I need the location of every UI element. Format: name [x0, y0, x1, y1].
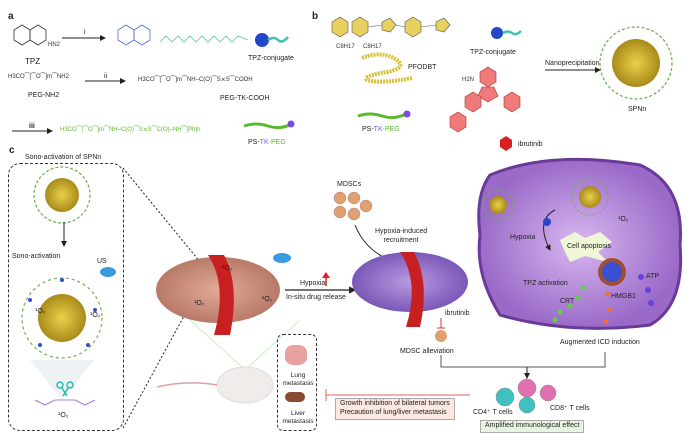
recruitment-line2: recruitment	[383, 236, 419, 244]
tpz-conjugate-label: TPZ-conjugate	[248, 55, 294, 62]
ps-tk-peg-label-b: PS-TK-PEG	[362, 126, 400, 133]
amplified-effect-box: Amplified immunological effect	[480, 420, 585, 433]
purple-tumor-icon	[352, 252, 468, 312]
crt-label: CRT	[560, 298, 575, 305]
peg-nh2-formula: H3CO⁀[⁀O⁀]m⁀NH2	[8, 74, 69, 80]
tpz-conjugate-label-b: TPZ-conjugate	[470, 49, 516, 56]
mdsc-cluster-icon	[333, 191, 373, 221]
peg-nh2-label: PEG-NH2	[28, 92, 60, 99]
ps-tk-peg-label: PS-TK-PEG	[248, 139, 286, 146]
hmgb1-label: HMGB1	[611, 293, 636, 300]
t-cells-icon	[495, 378, 557, 414]
spn-nanoparticle-icon	[599, 26, 673, 100]
cd8-label: CD8⁺ T cells	[550, 405, 590, 412]
peg-tk-cooh-label: PEG-TK-COOH	[220, 95, 270, 102]
recruitment-line1: Hypoxia-induced	[375, 228, 428, 235]
cell-singlet-oxygen: ¹O₂	[618, 216, 629, 223]
ibrutinib-c-label: ibrutinib	[445, 310, 470, 317]
tpz-label: TPZ	[25, 57, 41, 66]
nanoprecipitation-label: Nanoprecipitation	[545, 60, 600, 67]
singlet-oxygen-1: ¹O₂	[35, 308, 46, 315]
tumor-icon	[156, 257, 280, 323]
cell-hypoxia-label: Hypoxia	[510, 234, 536, 241]
spn-label: SPNn	[628, 106, 647, 113]
metastasis-box	[277, 334, 317, 431]
peg-part: -PEG	[268, 139, 286, 146]
peg-part: -PEG	[382, 126, 400, 133]
mdscs-label: MDSCs	[337, 181, 362, 188]
ps-tk-peg-formula: H3CO⁀[⁀O⁀]m⁀NH–C(O)⁀S⨯S⁀C(O)–NH⁀[Ph]n	[60, 127, 201, 133]
us-label: US	[97, 258, 107, 265]
ibrutinib-structure	[449, 66, 521, 133]
growth-line2: Precaution of lung/liver metastasis	[340, 408, 447, 416]
peg-tk-formula: H3CO⁀[⁀O⁀]m⁀NH–C(O)⁀S⨯S⁀COOH	[138, 77, 253, 83]
ultrasound-probe-icon	[100, 267, 116, 277]
tk-part: TK	[259, 139, 269, 146]
apoptosis-burst-icon	[560, 232, 612, 262]
sono-activation-label: Sono-activation	[12, 253, 61, 260]
growth-line1: Growth inhibition of bilateral tumors	[340, 400, 450, 407]
tpz-amine: HN2	[48, 42, 61, 48]
panel-c-label: c	[9, 145, 15, 156]
pfodbt-sub2: C8H17	[363, 44, 382, 50]
singlet-oxygen-2: ¹O₂	[90, 312, 101, 319]
metastasis-word: metastasis	[282, 379, 314, 387]
singlet-oxygen-4: ¹O₂	[222, 265, 233, 272]
pfodbt-label: PFODBT	[408, 64, 437, 71]
in-situ-release-label: In-situ drug release	[286, 294, 346, 301]
ibrutinib-icon	[500, 136, 512, 151]
hypoxia-label: Hypoxia	[300, 280, 326, 287]
sono-activation-box	[8, 163, 124, 431]
singlet-oxygen-6: ¹O₂	[262, 296, 273, 303]
panel-a-label: a	[8, 11, 14, 22]
tpz-conjugate-structure	[117, 24, 249, 46]
step-iii: iii	[29, 123, 35, 130]
scissors-icon	[56, 381, 74, 397]
step-i: i	[84, 29, 86, 36]
spn-in-cell-icon	[571, 178, 609, 216]
tpz-conjugate-icon-b	[491, 27, 503, 39]
ps-part: PS-	[248, 139, 260, 146]
sono-title: Sono-activation of SPNn	[25, 154, 102, 161]
mouse-icon	[216, 366, 274, 404]
tk-part: TK	[373, 126, 383, 133]
mdsc-icon	[435, 330, 447, 342]
pfodbt-chain-icon	[361, 52, 413, 84]
lung-word: Lung	[290, 372, 306, 379]
liver-word: Liver	[290, 410, 306, 417]
ps-tk-peg-icon-b	[357, 112, 407, 120]
tpz-structure	[13, 24, 47, 46]
icd-label: Augmented ICD induction	[560, 339, 640, 346]
cd4-label: CD4⁺ T cells	[473, 409, 513, 416]
panel-b-label: b	[312, 11, 319, 22]
pfodbt-sub1: C8H17	[336, 44, 355, 50]
singlet-oxygen-3: ¹O₂	[58, 412, 69, 419]
blood-vessel-icon	[208, 255, 234, 335]
lung-icon	[285, 345, 307, 365]
ps-tk-peg-icon	[243, 122, 293, 130]
metastasis-word: metastasis	[282, 417, 314, 425]
ibrutinib-amine: H2N	[462, 77, 475, 83]
tpz-activation-label: TPZ activation	[523, 280, 568, 287]
step-ii: ii	[104, 73, 108, 80]
atp-label: ATP	[646, 273, 660, 280]
cell-apoptosis-label: Cell apoptosis	[567, 243, 611, 250]
ibrutinib-label: ibrutinib	[518, 141, 543, 148]
ultrasound-probe-icon-c	[273, 253, 291, 263]
pfodbt-structure	[331, 16, 451, 38]
ps-part: PS-	[362, 126, 374, 133]
liver-icon	[285, 392, 305, 402]
spn-top-icon	[33, 166, 91, 224]
singlet-oxygen-5: ¹O₂	[194, 300, 205, 307]
mdsc-alleviation-label: MDSC alleviation	[400, 348, 454, 355]
tpz-conjugate-icon	[255, 33, 269, 47]
